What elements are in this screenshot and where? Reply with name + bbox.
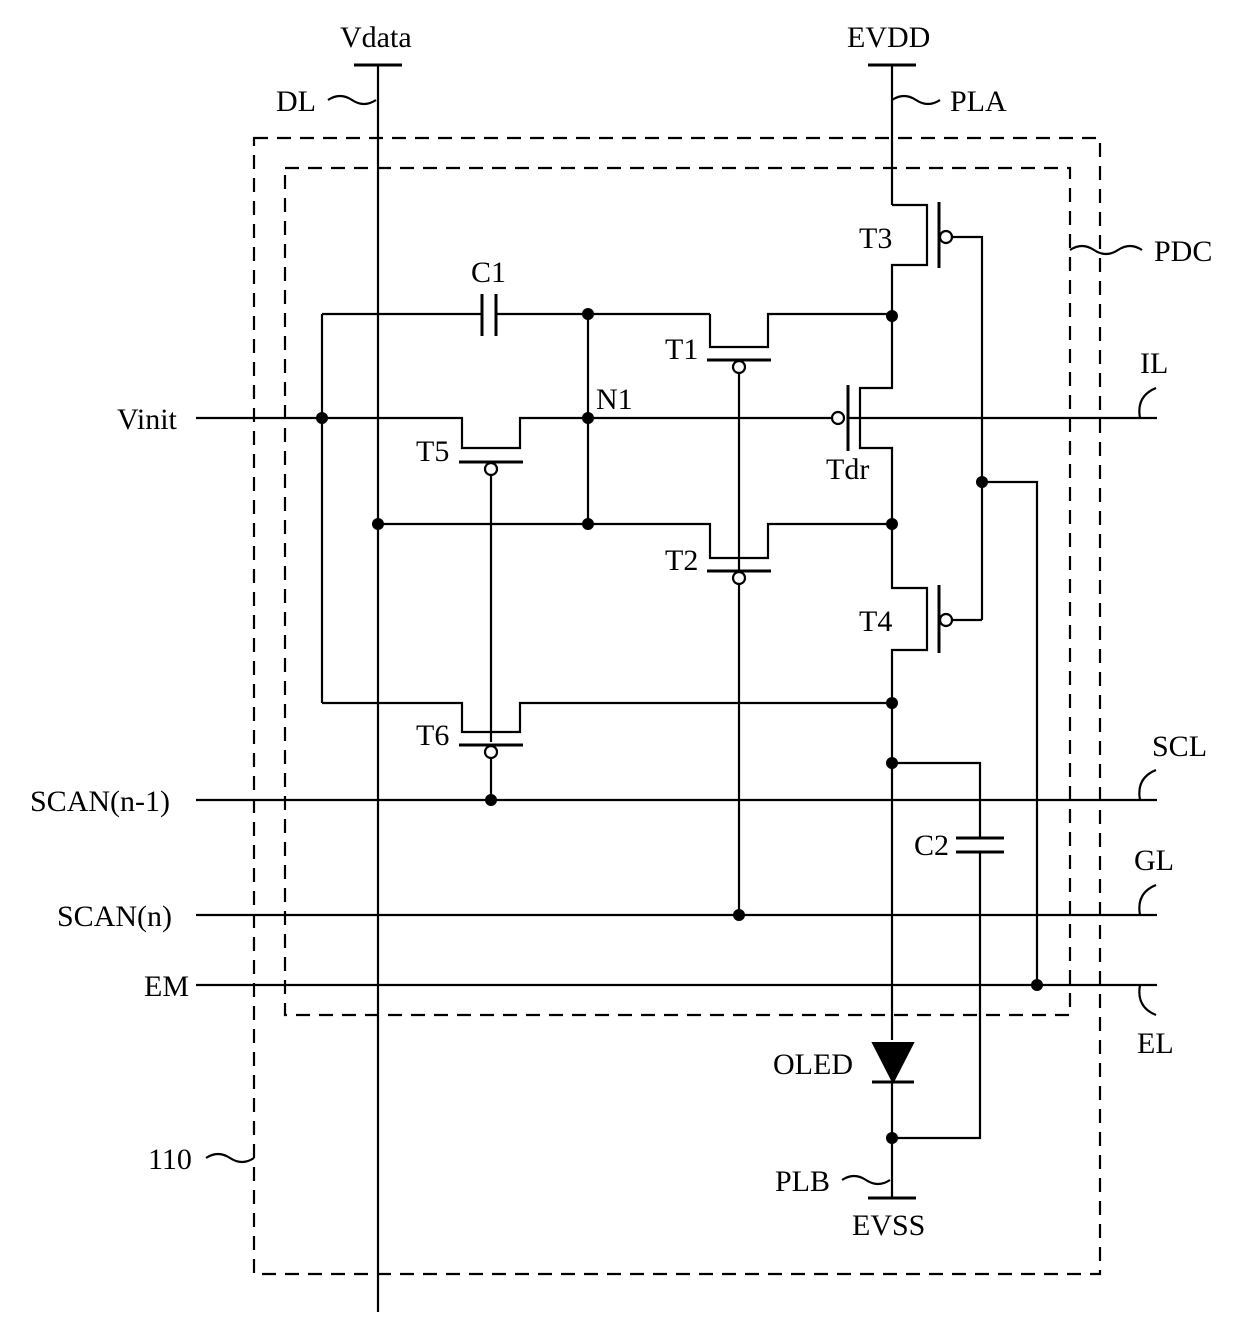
label-scan-prev: SCAN(n-1) xyxy=(30,785,170,818)
label-c2: C2 xyxy=(914,829,949,862)
scan-n-line xyxy=(196,885,1157,921)
emission-control-wire xyxy=(976,476,1043,991)
label-t5: T5 xyxy=(416,435,449,468)
label-c1: C1 xyxy=(471,256,506,289)
label-t2: T2 xyxy=(665,544,698,577)
label-il: IL xyxy=(1140,347,1168,380)
outer-boundary-110 xyxy=(254,138,1100,1274)
oled-diode xyxy=(872,1043,914,1198)
leader-110 xyxy=(206,1154,254,1162)
transistor-t3 xyxy=(892,202,982,620)
label-pla: PLA xyxy=(950,85,1007,118)
label-t4: T4 xyxy=(859,605,892,638)
label-pdc: PDC xyxy=(1154,235,1212,268)
data-line xyxy=(328,65,402,1312)
label-scl: SCL xyxy=(1152,730,1207,763)
label-scan-n: SCAN(n) xyxy=(57,900,172,933)
label-t3: T3 xyxy=(859,222,892,255)
evss-supply xyxy=(842,1176,916,1198)
capacitor-c1 xyxy=(322,294,710,336)
label-vinit: Vinit xyxy=(117,403,178,436)
evdd-supply-line xyxy=(868,65,940,205)
label-el: EL xyxy=(1137,1027,1174,1060)
transistor-t5 xyxy=(459,462,523,742)
scan-prev-line xyxy=(196,770,1157,806)
label-t6: T6 xyxy=(416,719,449,752)
label-em: EM xyxy=(144,970,189,1003)
label-dl: DL xyxy=(276,85,316,118)
transistor-t6 xyxy=(322,703,892,800)
transistor-t2 xyxy=(378,518,892,584)
label-vdata: Vdata xyxy=(340,21,412,54)
label-oled: OLED xyxy=(773,1048,853,1081)
label-evdd: EVDD xyxy=(847,21,930,54)
leader-pdc xyxy=(1070,246,1142,254)
label-n1: N1 xyxy=(596,383,633,416)
label-t1: T1 xyxy=(665,333,698,366)
label-evss: EVSS xyxy=(852,1209,925,1242)
inner-boundary-pdc xyxy=(285,168,1070,1015)
label-110: 110 xyxy=(148,1143,192,1176)
label-tdr: Tdr xyxy=(826,453,869,486)
il-line xyxy=(848,388,1157,418)
transistor-t4 xyxy=(886,518,982,1040)
label-gl: GL xyxy=(1134,844,1174,877)
em-line xyxy=(196,985,1157,1015)
label-plb: PLB xyxy=(775,1165,830,1198)
